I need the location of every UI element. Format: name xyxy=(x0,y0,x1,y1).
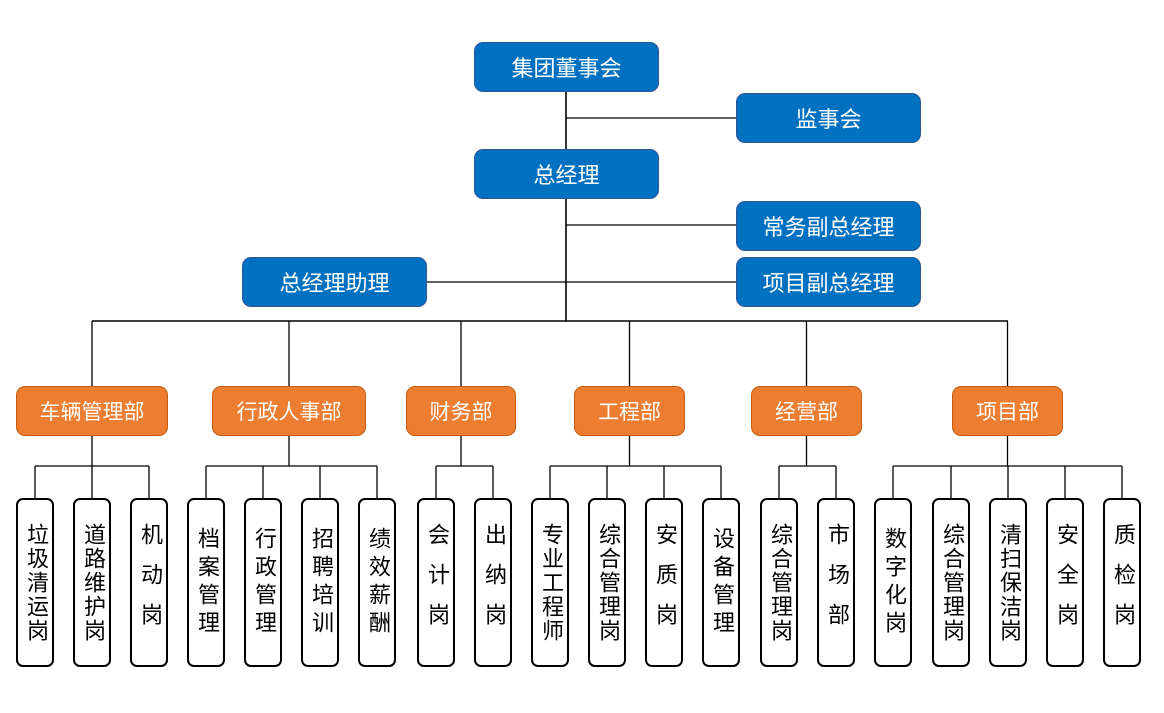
unit-box: 综合管理岗 xyxy=(760,498,798,667)
unit-box: 设备管理 xyxy=(702,498,740,667)
unit-box: 综合管理岗 xyxy=(932,498,970,667)
board-box: 集团董事会 xyxy=(474,42,659,92)
unit-label: 综合管理岗 xyxy=(595,522,620,643)
department-box: 项目部 xyxy=(952,386,1063,436)
unit-label: 数字化岗 xyxy=(881,526,906,639)
unit-box: 安质岗 xyxy=(645,498,683,667)
unit-box: 档案管理 xyxy=(187,498,225,667)
gm-assistant-box: 总经理助理 xyxy=(242,257,427,307)
department-box: 经营部 xyxy=(751,386,862,436)
unit-label: 行政管理 xyxy=(251,526,276,639)
gm-box: 总经理 xyxy=(474,149,659,199)
unit-label: 综合管理岗 xyxy=(767,522,792,643)
unit-box: 会计岗 xyxy=(417,498,455,667)
unit-label: 安全岗 xyxy=(1053,522,1078,643)
unit-box: 数字化岗 xyxy=(874,498,912,667)
unit-box: 市场部 xyxy=(817,498,855,667)
unit-box: 安全岗 xyxy=(1046,498,1084,667)
unit-label: 垃圾清运岗 xyxy=(23,522,48,643)
unit-box: 行政管理 xyxy=(244,498,282,667)
unit-label: 绩效薪酬 xyxy=(365,526,390,639)
unit-box: 质检岗 xyxy=(1103,498,1141,667)
unit-label: 设备管理 xyxy=(709,526,734,639)
unit-box: 出纳岗 xyxy=(474,498,512,667)
department-box: 行政人事部 xyxy=(212,386,366,436)
unit-box: 垃圾清运岗 xyxy=(16,498,54,667)
unit-label: 招聘培训 xyxy=(308,526,333,639)
unit-label: 出纳岗 xyxy=(481,522,506,643)
unit-label: 道路维护岗 xyxy=(80,522,105,643)
project-deputy-gm-box: 项目副总经理 xyxy=(736,257,921,307)
unit-box: 清扫保洁岗 xyxy=(989,498,1027,667)
unit-label: 清扫保洁岗 xyxy=(996,522,1021,643)
unit-label: 专业工程师 xyxy=(538,522,563,643)
unit-label: 综合管理岗 xyxy=(939,522,964,643)
unit-label: 档案管理 xyxy=(194,526,219,639)
unit-label: 会计岗 xyxy=(424,522,449,643)
department-box: 车辆管理部 xyxy=(16,386,168,436)
department-box: 财务部 xyxy=(406,386,516,436)
unit-label: 机动岗 xyxy=(137,522,162,643)
unit-label: 安质岗 xyxy=(652,522,677,643)
unit-box: 综合管理岗 xyxy=(588,498,626,667)
unit-box: 道路维护岗 xyxy=(73,498,111,667)
unit-label: 市场部 xyxy=(824,522,849,643)
unit-box: 专业工程师 xyxy=(531,498,569,667)
supervisors-box: 监事会 xyxy=(736,93,921,143)
department-box: 工程部 xyxy=(574,386,685,436)
unit-label: 质检岗 xyxy=(1110,522,1135,643)
unit-box: 招聘培训 xyxy=(301,498,339,667)
executive-deputy-gm-box: 常务副总经理 xyxy=(736,201,921,251)
unit-box: 机动岗 xyxy=(130,498,168,667)
unit-box: 绩效薪酬 xyxy=(358,498,396,667)
